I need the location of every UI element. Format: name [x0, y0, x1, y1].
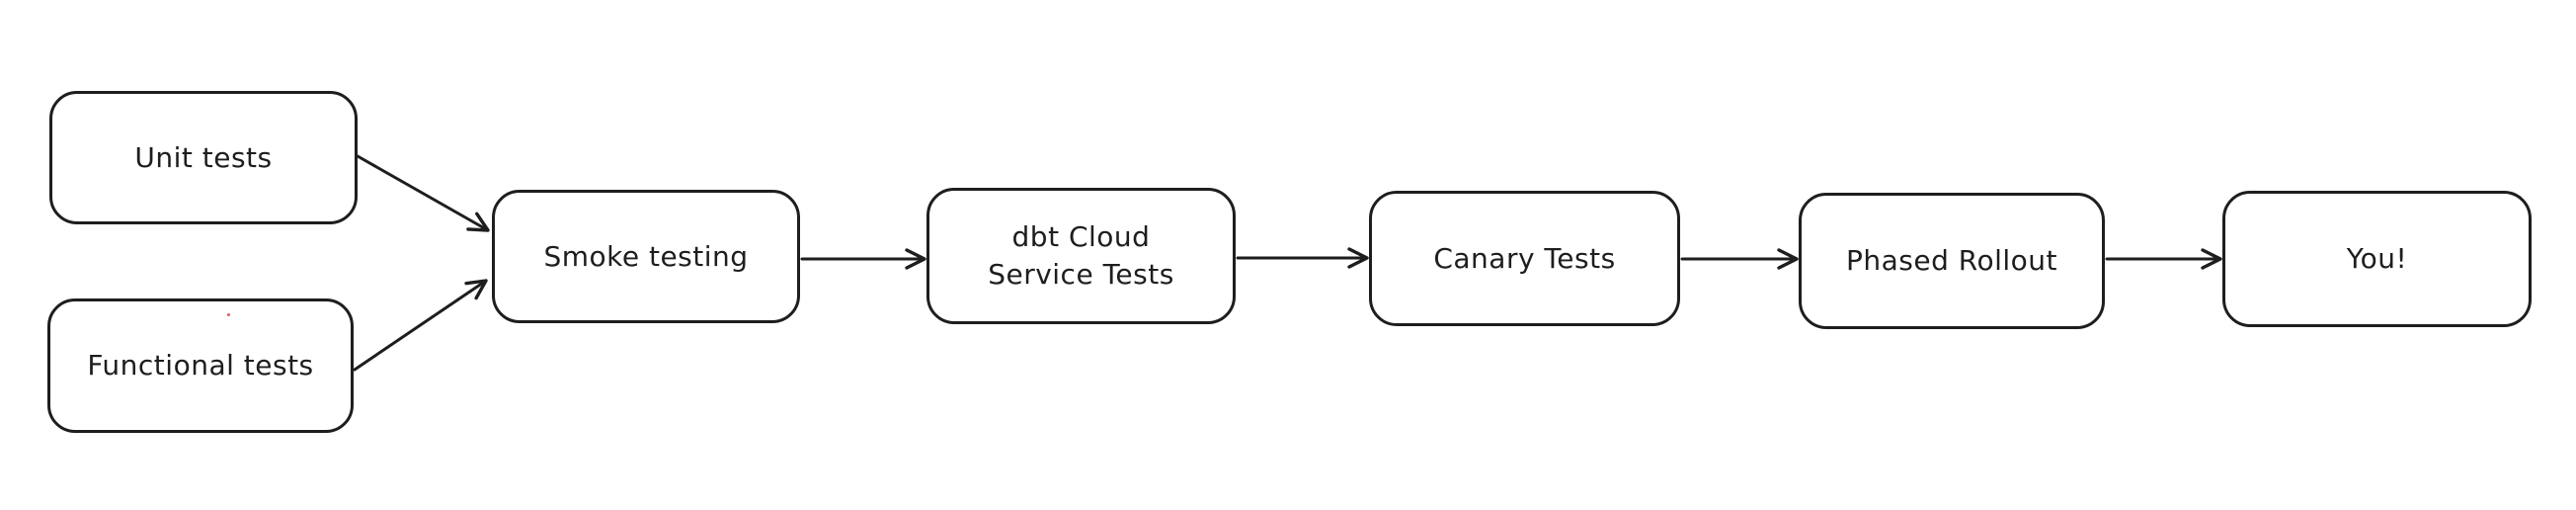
- node-dbt-cloud-service-tests[interactable]: dbt Cloud Service Tests: [926, 188, 1236, 324]
- red-dot-artifact: [227, 313, 230, 316]
- node-unit-tests[interactable]: Unit tests: [49, 91, 358, 224]
- node-phased-rollout[interactable]: Phased Rollout: [1799, 193, 2105, 329]
- node-functional-tests[interactable]: Functional tests: [47, 298, 354, 433]
- node-unit-tests-label: Unit tests: [134, 140, 273, 174]
- node-phased-rollout-label: Phased Rollout: [1845, 244, 2058, 277]
- node-canary-tests-label: Canary Tests: [1433, 241, 1616, 275]
- arrow-functional-tests-to-smoke-testing[interactable]: [353, 279, 488, 372]
- node-you-label: You!: [2346, 242, 2408, 275]
- arrow-unit-tests-to-smoke-testing[interactable]: [356, 154, 490, 232]
- node-you[interactable]: You!: [2222, 191, 2532, 327]
- node-dbt-cloud-service-tests-label: dbt Cloud Service Tests: [988, 220, 1174, 291]
- node-smoke-testing-label: Smoke testing: [543, 239, 749, 273]
- node-canary-tests[interactable]: Canary Tests: [1369, 191, 1680, 326]
- node-smoke-testing[interactable]: Smoke testing: [492, 190, 800, 323]
- node-functional-tests-label: Functional tests: [87, 349, 314, 382]
